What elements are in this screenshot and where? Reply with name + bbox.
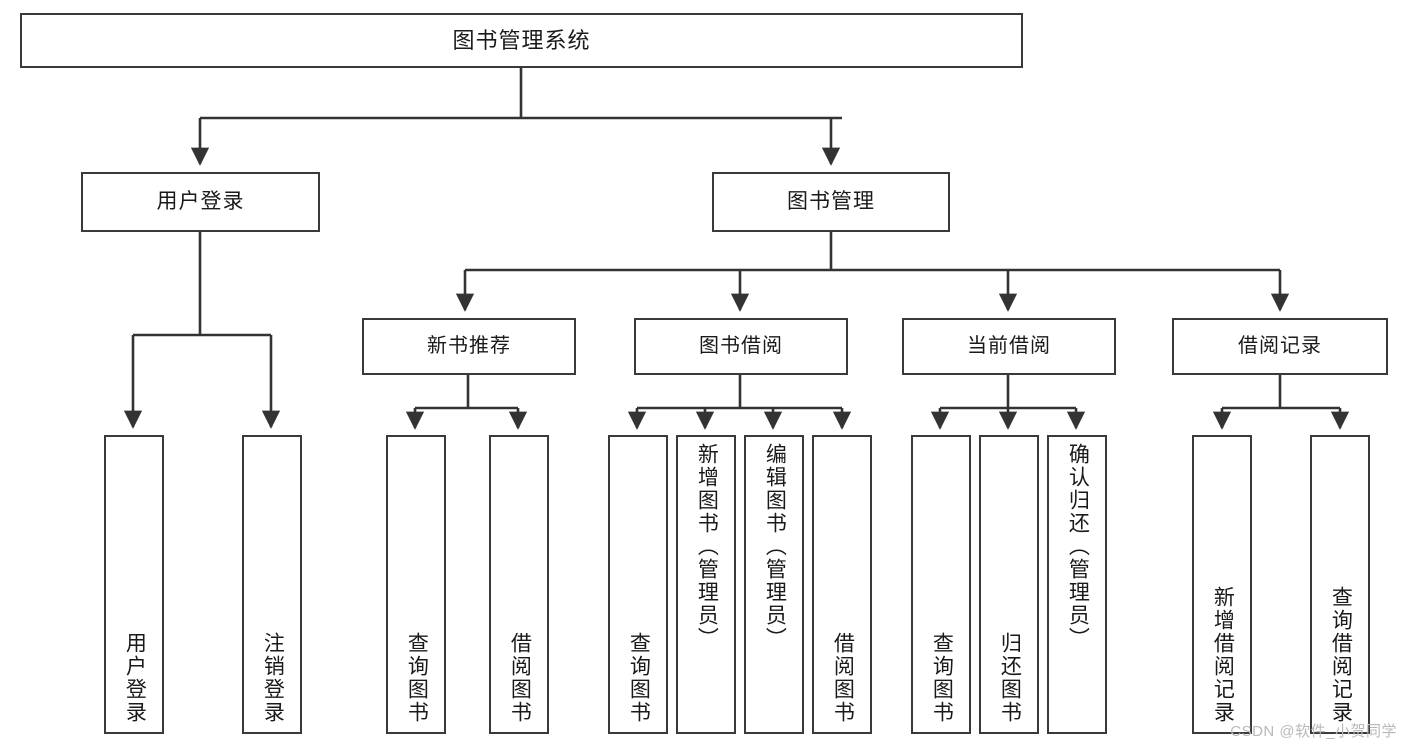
node-book-management[interactable]: 图书管理 — [712, 172, 950, 232]
leaf-logout-label: 注销登录 — [261, 632, 285, 724]
leaf-current-query-book-label: 查询图书 — [930, 632, 954, 724]
node-borrow-record[interactable]: 借阅记录 — [1172, 318, 1388, 375]
leaf-current-query-book[interactable]: 查询图书 — [911, 435, 971, 734]
leaf-user-login[interactable]: 用户登录 — [104, 435, 164, 734]
leaf-user-login-label: 用户登录 — [123, 632, 147, 724]
leaf-return-book-label: 归还图书 — [998, 632, 1022, 724]
node-new-book-recommend[interactable]: 新书推荐 — [362, 318, 576, 375]
leaf-borrow-book-label: 借阅图书 — [831, 632, 855, 724]
leaf-recommend-query-book-label: 查询图书 — [405, 632, 429, 724]
node-book-borrow[interactable]: 图书借阅 — [634, 318, 848, 375]
leaf-recommend-borrow-book[interactable]: 借阅图书 — [489, 435, 549, 734]
node-current-borrow-label: 当前借阅 — [967, 335, 1051, 357]
leaf-edit-book-admin[interactable]: 编辑图书（管理员） — [744, 435, 804, 734]
node-root-label: 图书管理系统 — [452, 27, 591, 53]
leaf-recommend-borrow-book-label: 借阅图书 — [508, 632, 532, 724]
leaf-confirm-return-admin-label: 确认归还（管理员） — [1066, 443, 1090, 650]
node-user-login-label: 用户登录 — [156, 189, 245, 213]
node-current-borrow[interactable]: 当前借阅 — [902, 318, 1116, 375]
node-book-borrow-label: 图书借阅 — [699, 335, 783, 357]
leaf-query-borrow-record-label: 查询借阅记录 — [1329, 586, 1353, 724]
leaf-add-borrow-record-label: 新增借阅记录 — [1211, 586, 1235, 724]
leaf-borrow-query-book-label: 查询图书 — [627, 632, 651, 724]
leaf-confirm-return-admin[interactable]: 确认归还（管理员） — [1047, 435, 1107, 734]
leaf-return-book[interactable]: 归还图书 — [979, 435, 1039, 734]
leaf-query-borrow-record[interactable]: 查询借阅记录 — [1310, 435, 1370, 734]
node-user-login[interactable]: 用户登录 — [81, 172, 320, 232]
leaf-add-book-admin[interactable]: 新增图书（管理员） — [676, 435, 736, 734]
leaf-logout[interactable]: 注销登录 — [242, 435, 302, 734]
leaf-recommend-query-book[interactable]: 查询图书 — [386, 435, 446, 734]
leaf-edit-book-admin-label: 编辑图书（管理员） — [763, 443, 787, 650]
node-root[interactable]: 图书管理系统 — [20, 13, 1023, 68]
leaf-add-borrow-record[interactable]: 新增借阅记录 — [1192, 435, 1252, 734]
node-new-book-recommend-label: 新书推荐 — [427, 335, 511, 357]
leaf-borrow-query-book[interactable]: 查询图书 — [608, 435, 668, 734]
leaf-add-book-admin-label: 新增图书（管理员） — [695, 443, 719, 650]
node-book-management-label: 图书管理 — [787, 189, 875, 213]
node-borrow-record-label: 借阅记录 — [1238, 335, 1322, 357]
leaf-borrow-book[interactable]: 借阅图书 — [812, 435, 872, 734]
